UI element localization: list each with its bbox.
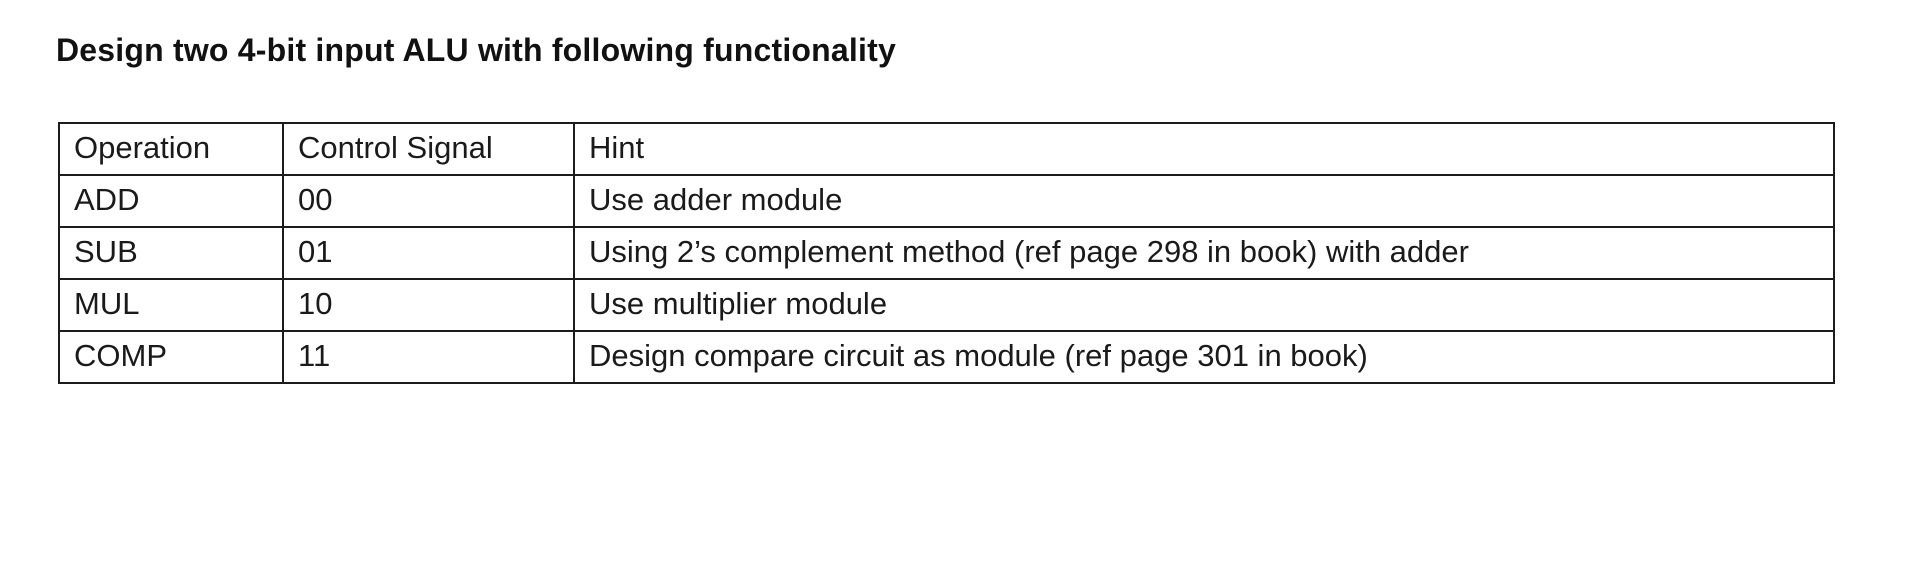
cell-hint: Using 2’s complement method (ref page 29… (573, 226, 1835, 280)
table-row-sub: SUB 01 Using 2’s complement method (ref … (58, 226, 1835, 280)
table-header-row: Operation Control Signal Hint (58, 122, 1835, 176)
alu-operations-table: Operation Control Signal Hint ADD 00 Use… (58, 122, 1835, 384)
header-cell-operation: Operation (58, 122, 284, 176)
cell-operation: MUL (58, 278, 284, 332)
cell-hint: Design compare circuit as module (ref pa… (573, 330, 1835, 384)
cell-control-signal: 01 (282, 226, 575, 280)
cell-operation: SUB (58, 226, 284, 280)
cell-control-signal: 10 (282, 278, 575, 332)
cell-operation: COMP (58, 330, 284, 384)
cell-hint: Use adder module (573, 174, 1835, 228)
cell-control-signal: 00 (282, 174, 575, 228)
table-row-add: ADD 00 Use adder module (58, 174, 1835, 228)
page-title: Design two 4-bit input ALU with followin… (56, 32, 896, 68)
header-cell-hint: Hint (573, 122, 1835, 176)
cell-control-signal: 11 (282, 330, 575, 384)
table-row-comp: COMP 11 Design compare circuit as module… (58, 330, 1835, 384)
cell-hint: Use multiplier module (573, 278, 1835, 332)
cell-operation: ADD (58, 174, 284, 228)
table-row-mul: MUL 10 Use multiplier module (58, 278, 1835, 332)
header-cell-control-signal: Control Signal (282, 122, 575, 176)
